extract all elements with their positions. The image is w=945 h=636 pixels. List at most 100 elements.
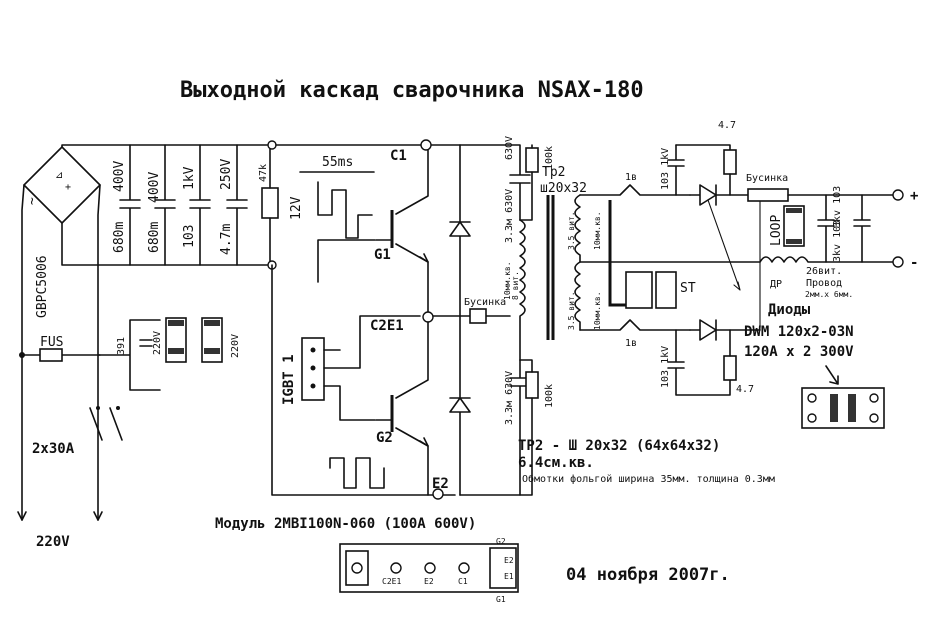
primary-note: 10мм.кв.	[503, 261, 512, 300]
diodes-rating: 120A x 2 300V	[744, 344, 854, 360]
e2-terminal	[432, 488, 444, 500]
pulse-label: 55ms	[322, 155, 353, 170]
bridge-part: GBPC5006	[35, 255, 50, 318]
diodes-part: DWM 120x2-03N	[744, 324, 854, 340]
pin-e2: E2	[424, 577, 434, 586]
igbt-module: G1 C1 C2E1 G2 E2 Модуль 2MBI100N-060 (10…	[215, 139, 511, 532]
bus-capacitors: 680m 400V 680m 400V 103 1kV 4.7m 250V	[112, 144, 248, 266]
out-bot-res: 4.7	[736, 384, 754, 395]
w1-note: 10мм.кв.	[593, 211, 602, 250]
relay-220v: 220V	[230, 334, 241, 358]
module-label: Модуль 2MBI100N-060 (100A 600V)	[215, 516, 476, 532]
out-top-cap: 103 1kV	[660, 148, 671, 190]
tr-area: 6.4см.кв.	[518, 455, 594, 471]
choke-wire-size: 2мм.х 6мм.	[805, 290, 853, 299]
mains-arrow-left	[17, 511, 27, 521]
snubber-bot-cap: 3.3м 630V	[504, 371, 515, 425]
c1-terminal	[420, 139, 432, 151]
fuse	[39, 348, 63, 362]
gate-voltage: 12V	[289, 196, 304, 220]
mains-arrow-right	[93, 511, 103, 521]
cap1-value: 680m	[112, 222, 127, 253]
input-section: FUS 391 220V 220V 2x30A 220V	[19, 317, 241, 550]
tap-bot: 1в	[625, 338, 637, 349]
pin-e2b: E2	[504, 556, 514, 565]
minus-label: -	[910, 255, 918, 271]
out-cap2: 3kv 103	[832, 220, 843, 262]
out-bot-cap: 103 1kV	[660, 346, 671, 388]
choke-wire: Провод	[806, 278, 842, 289]
tr-spec: TP2 - Ш 20х32 (64х64х32)	[518, 438, 720, 454]
transformer: Тр2 ш20х32 8 вит. 10мм.кв. 3.5 вит. 10мм…	[503, 165, 775, 485]
snubber-bot-res: 100k	[544, 384, 555, 408]
diodes-title: Диоды	[768, 302, 811, 318]
cap1-voltage: 400V	[112, 161, 127, 192]
dc-plus-rail	[61, 144, 273, 148]
gate1-label: G1	[374, 247, 391, 263]
diode-arrow	[825, 365, 839, 385]
bridge-plus: +	[65, 182, 71, 193]
diode-package	[801, 387, 885, 429]
tr-name: Тр2	[542, 165, 565, 180]
module-pinout: C2E1 E2 C1 G2 E2 E1 G1	[339, 537, 519, 604]
plus-label: +	[910, 188, 918, 204]
bridge-ac-label: ~	[25, 197, 40, 205]
c2e1-label: C2E1	[370, 318, 404, 334]
minus-terminal	[892, 256, 904, 268]
out-bead: Бусинка	[746, 173, 788, 184]
snubber-top-cap-2: 630V	[504, 136, 515, 160]
pin-c1: C1	[458, 577, 468, 586]
pin-g1: G1	[496, 595, 506, 604]
st-label: ST	[680, 281, 696, 296]
out-cap1: 3kv 103	[832, 186, 843, 228]
w1-turns: 3.5 вит.	[567, 211, 576, 250]
dc-minus-rail	[61, 222, 273, 266]
cap-391: 391	[116, 337, 127, 355]
bleeder-resistor: 47k	[258, 144, 279, 266]
bridge-symbol: ⊿	[55, 170, 63, 181]
cap-220v: 220V	[152, 331, 163, 355]
date-label: 04 ноября 2007г.	[566, 565, 730, 585]
fuse-label: FUS	[40, 335, 63, 350]
cap4-voltage: 250V	[219, 159, 234, 190]
cap3-value: 103	[182, 225, 197, 248]
cap4-value: 4.7m	[219, 224, 234, 255]
choke-label: ДР	[770, 279, 782, 290]
c2e1-terminal	[422, 311, 434, 323]
primary-turns: 8 вит.	[511, 271, 520, 300]
ac-line-left	[21, 184, 25, 521]
loop-label: LOOP	[769, 215, 784, 246]
tr-winding-note: Обмотки фольгой ширина 35мм. толщина 0.3…	[522, 473, 775, 485]
snubber-network: 3.3м 630V 630V 100k 3.3м 630V 100k Бусин…	[459, 136, 555, 496]
choke-turns: 26вит.	[806, 266, 842, 277]
minus-bus	[271, 264, 456, 496]
snubber-top-res: 100k	[544, 146, 555, 170]
schematic-title: Выходной каскад сварочника NSAX-180	[180, 78, 644, 103]
pin-e1: E1	[504, 572, 514, 581]
output-rectifier: 103 1kV 4.7 103 1kV 4.7 Бусинка LOOP ДР …	[660, 120, 918, 396]
e2-label: E2	[432, 476, 449, 492]
node-top	[267, 140, 277, 150]
connector-label: IGBT 1	[281, 354, 297, 405]
plus-terminal	[892, 189, 904, 201]
mains-label: 220V	[36, 534, 70, 550]
ac-line-right	[97, 184, 101, 521]
gate2-label: G2	[376, 430, 393, 446]
pin-g2: G2	[496, 537, 506, 546]
cap2-value: 680m	[147, 222, 162, 253]
resistor-47k: 47k	[258, 164, 269, 182]
switch-label: 2x30A	[32, 441, 75, 457]
w2-note: 10мм.кв.	[593, 291, 602, 330]
c1-label: C1	[390, 148, 407, 164]
tap-top: 1в	[625, 172, 637, 183]
cap2-voltage: 400V	[147, 172, 162, 203]
cap3-voltage: 1kV	[182, 166, 197, 190]
gate-drive: 55ms 12V IGBT 1	[281, 155, 421, 489]
tr-core: ш20х32	[540, 181, 587, 196]
snubber-top-cap: 3.3м 630V	[504, 189, 515, 243]
snubber-bead: Бусинка	[464, 297, 506, 308]
w2-turns: 3.5 вит.	[567, 291, 576, 330]
pin-c2e1: C2E1	[382, 577, 401, 586]
